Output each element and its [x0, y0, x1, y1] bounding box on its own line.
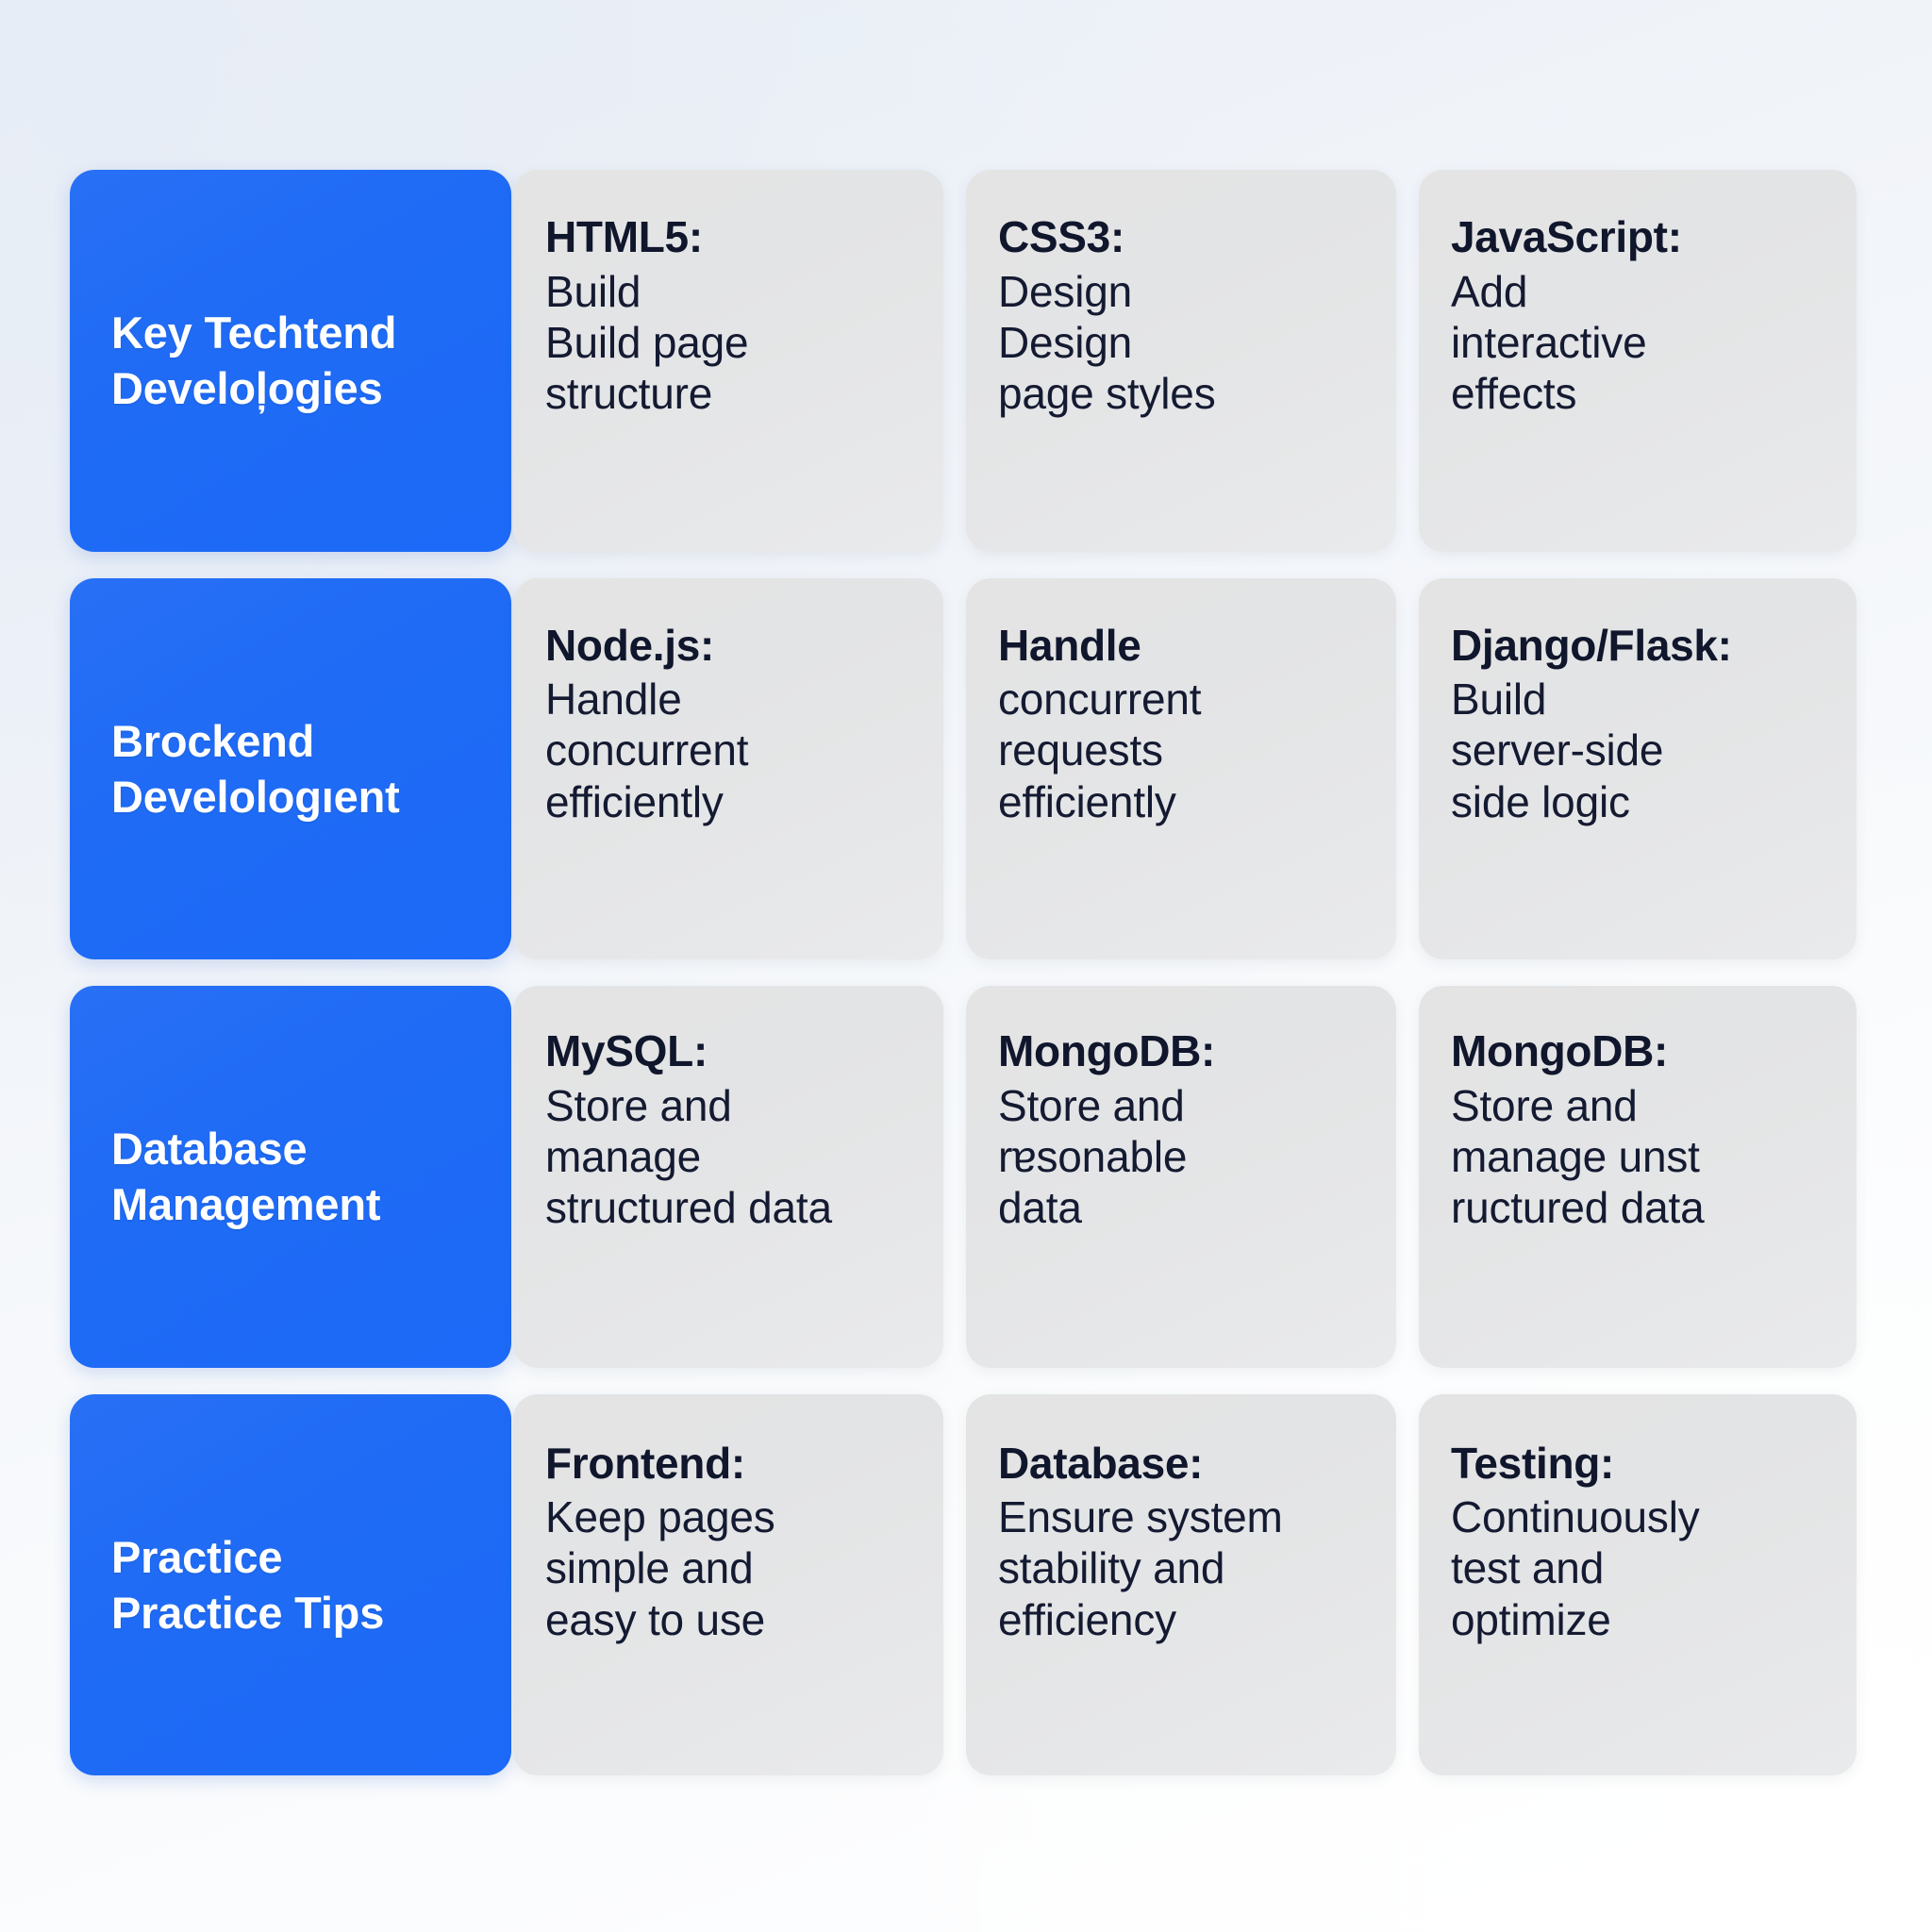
row-label-text-3: Database Management	[111, 1124, 381, 1230]
grid-cell-row-4-col-1: Frontend: Keep pages simple and easy to …	[513, 1393, 966, 1803]
detail-card-r4c3[interactable]: Testing: Continuously test and optimize	[1419, 1393, 1857, 1775]
detail-body-r2c1: Handle concurrent efficiently	[545, 675, 749, 826]
detail-card-r1c1[interactable]: HTML5: Build Build page structure	[513, 170, 943, 552]
detail-card-r4c2[interactable]: Database: Ensure system stability and ef…	[966, 1393, 1396, 1775]
grid-cell-label-row-4: Practice Practice Tips	[70, 1393, 513, 1803]
detail-title-r1c3: JavaScript:	[1451, 212, 1682, 261]
grid-cell-row-2-col-2: Handle concurrent requests efficiently	[966, 577, 1419, 987]
comparison-grid: Key Techtend Develoļogies HTML5: Build B…	[70, 170, 1879, 1802]
grid-cell-row-1-col-2: CSS3: Design Design page styles	[966, 170, 1419, 578]
detail-card-r1c2[interactable]: CSS3: Design Design page styles	[966, 170, 1396, 552]
detail-title-r1c1: HTML5:	[545, 212, 703, 261]
detail-title-r2c2: Handle	[998, 620, 1141, 670]
grid-cell-row-3-col-1: MySQL: Store and manage structured data	[513, 986, 966, 1394]
grid-cell-row-2-col-3: Django/Flask: Build server-side side log…	[1419, 577, 1879, 987]
detail-body-r4c1: Keep pages simple and easy to use	[545, 1492, 775, 1644]
grid-cell-row-1-col-1: HTML5: Build Build page structure	[513, 170, 966, 578]
detail-body-r2c2: concurrent requests efficiently	[998, 675, 1202, 826]
grid-cell-row-1-col-3: JavaScript: Add interactive effects	[1419, 170, 1879, 578]
detail-title-r3c1: MySQL:	[545, 1026, 708, 1075]
detail-body-r4c2: Ensure system stability and efficiency	[998, 1492, 1283, 1644]
detail-card-r3c2[interactable]: MongoDB: Store and rɐsonable data	[966, 986, 1396, 1368]
detail-body-r3c2: Store and rɐsonable data	[998, 1080, 1188, 1233]
detail-card-r3c1[interactable]: MySQL: Store and manage structured data	[513, 986, 943, 1368]
detail-card-r3c3[interactable]: MongoDB: Store and manage unst ructured …	[1419, 986, 1857, 1368]
detail-card-r2c3[interactable]: Django/Flask: Build server-side side log…	[1419, 577, 1857, 959]
detail-body-r1c3: Add interactive effects	[1451, 266, 1647, 419]
detail-body-r1c1: Build Build page structure	[545, 266, 749, 419]
detail-card-r4c1[interactable]: Frontend: Keep pages simple and easy to …	[513, 1393, 943, 1775]
detail-title-r3c2: MongoDB:	[998, 1026, 1216, 1075]
detail-title-r4c3: Testing:	[1451, 1438, 1615, 1488]
detail-body-r3c1: Store and manage structured data	[545, 1080, 832, 1233]
row-label-card-3[interactable]: Database Management	[70, 986, 511, 1368]
grid-cell-row-3-col-2: MongoDB: Store and rɐsonable data	[966, 986, 1419, 1394]
detail-body-r1c2: Design Design page styles	[998, 266, 1216, 419]
row-label-card-2[interactable]: Brockend Develologıent	[70, 577, 511, 959]
grid-cell-label-row-3: Database Management	[70, 986, 513, 1394]
detail-title-r3c3: MongoDB:	[1451, 1026, 1669, 1075]
grid-cell-row-2-col-1: Node.js: Handle concurrent efficiently	[513, 577, 966, 987]
detail-body-r3c3: Store and manage unst ructured data	[1451, 1080, 1705, 1233]
detail-card-r2c2[interactable]: Handle concurrent requests efficiently	[966, 577, 1396, 959]
grid-cell-row-4-col-3: Testing: Continuously test and optimize	[1419, 1393, 1879, 1803]
detail-title-r4c2: Database:	[998, 1438, 1204, 1488]
detail-title-r2c3: Django/Flask:	[1451, 620, 1732, 670]
grid-cell-row-3-col-3: MongoDB: Store and manage unst ructured …	[1419, 986, 1879, 1394]
row-label-text-2: Brockend Develologıent	[111, 715, 400, 822]
detail-card-r2c1[interactable]: Node.js: Handle concurrent efficiently	[513, 577, 943, 959]
detail-title-r4c1: Frontend:	[545, 1438, 745, 1488]
grid-cell-row-4-col-2: Database: Ensure system stability and ef…	[966, 1393, 1419, 1803]
row-label-card-1[interactable]: Key Techtend Develoļogies	[70, 170, 511, 552]
grid-cell-label-row-1: Key Techtend Develoļogies	[70, 170, 513, 578]
row-label-card-4[interactable]: Practice Practice Tips	[70, 1393, 511, 1775]
detail-title-r2c1: Node.js:	[545, 620, 715, 670]
detail-body-r2c3: Build server-side side logic	[1451, 675, 1664, 826]
detail-body-r4c3: Continuously test and optimize	[1451, 1492, 1700, 1644]
detail-title-r1c2: CSS3:	[998, 212, 1124, 261]
detail-card-r1c3[interactable]: JavaScript: Add interactive effects	[1419, 170, 1857, 552]
grid-cell-label-row-2: Brockend Develologıent	[70, 577, 513, 987]
row-label-text-1: Key Techtend Develoļogies	[111, 308, 397, 414]
row-label-text-4: Practice Practice Tips	[111, 1531, 385, 1638]
